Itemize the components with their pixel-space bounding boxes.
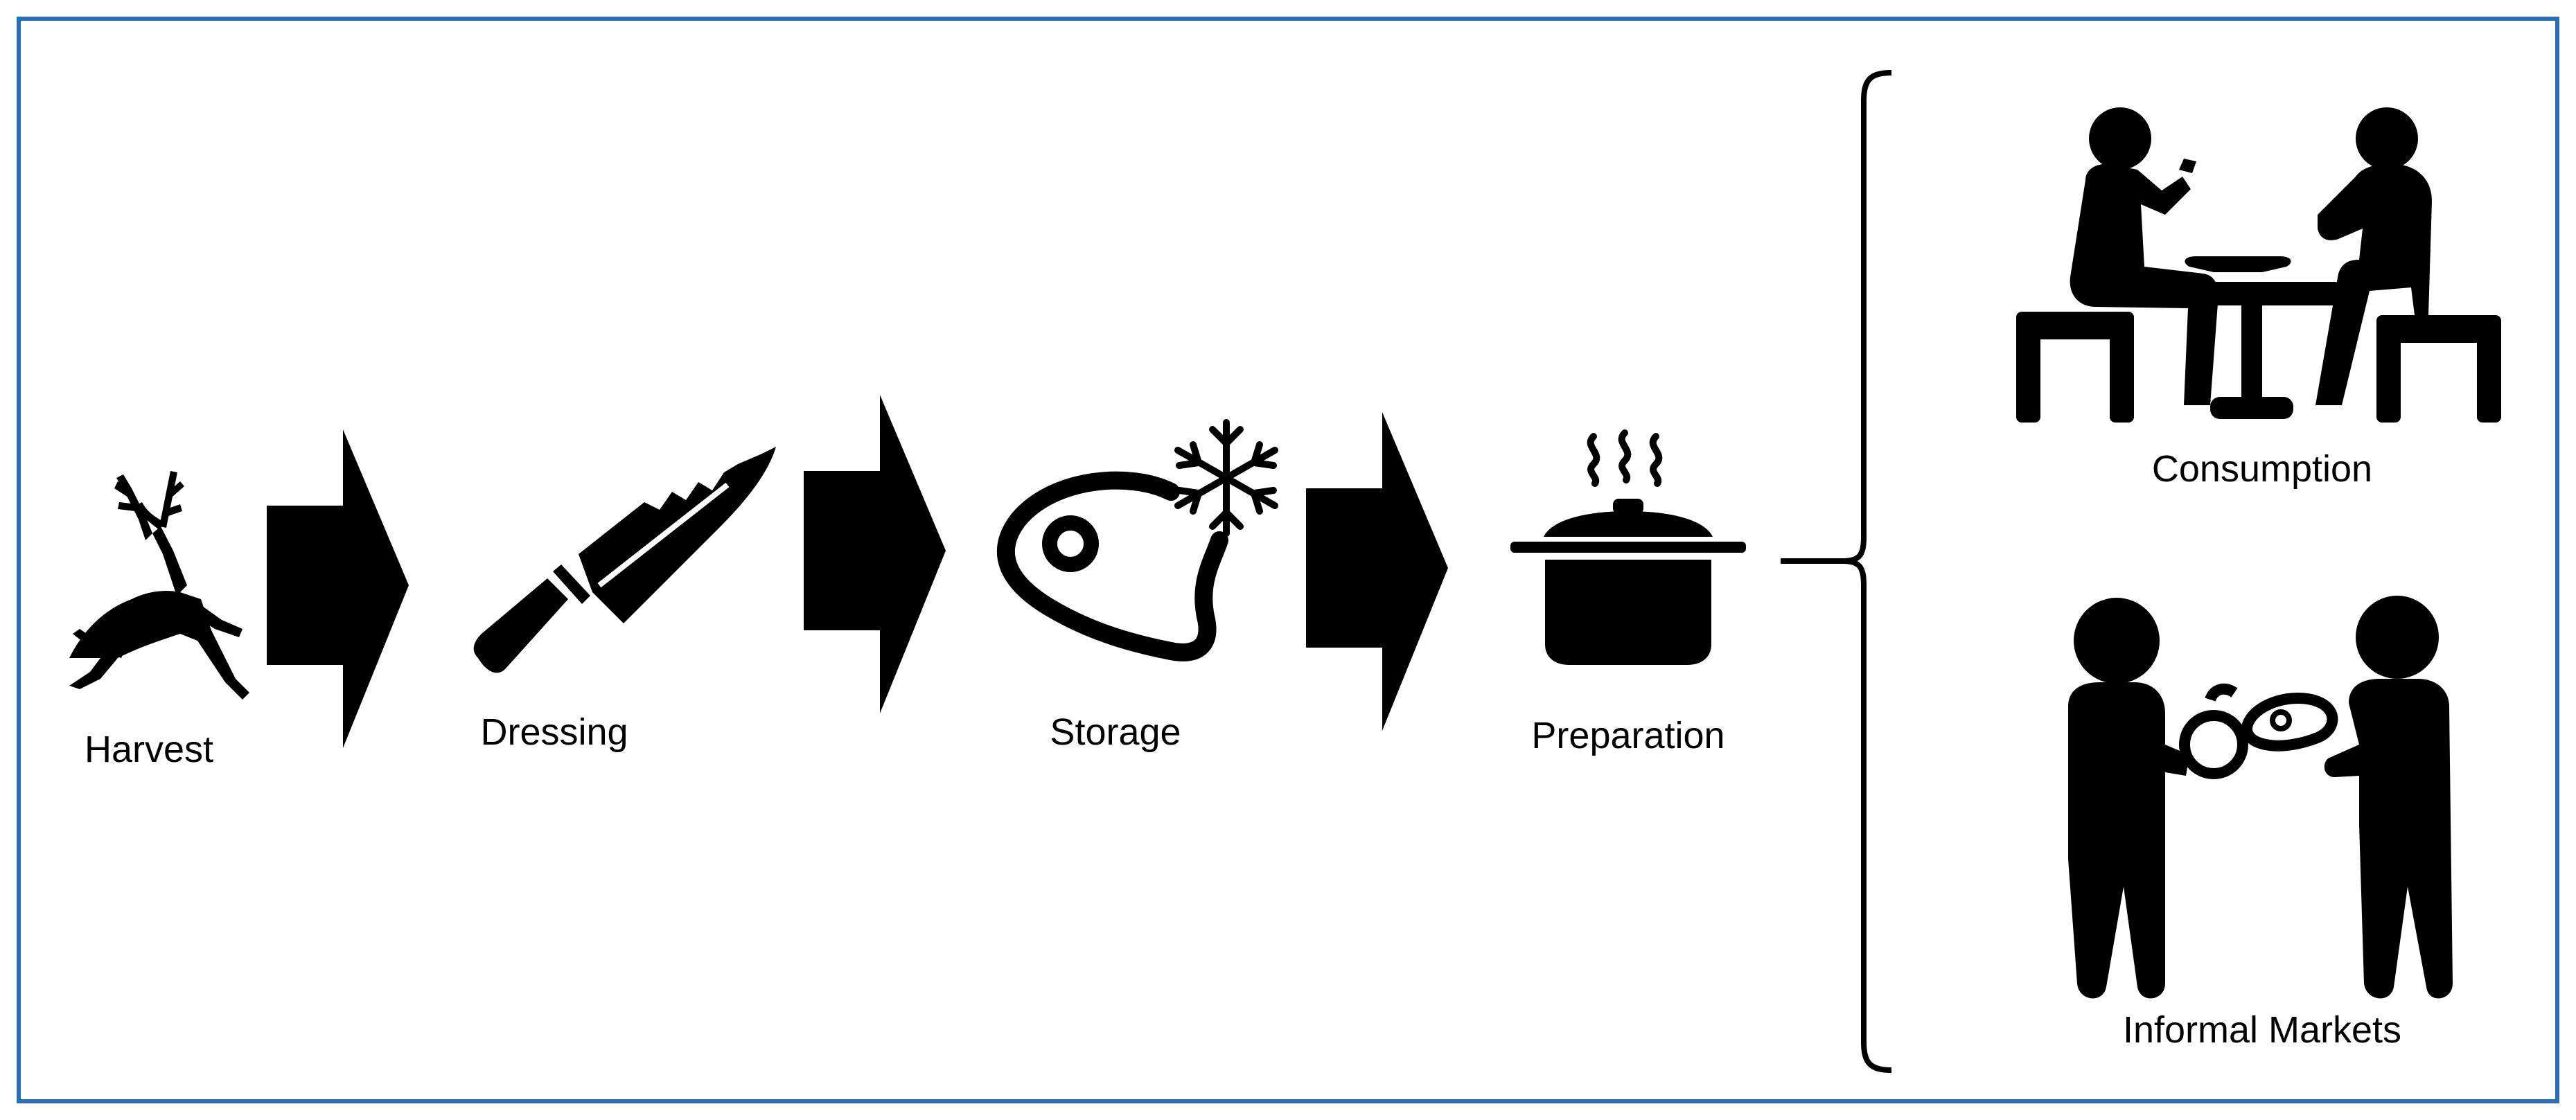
outcome-label-consumption: Consumption (2151, 448, 2373, 490)
people-eating-icon (2016, 107, 2501, 423)
arrow-right-icon (1306, 412, 1448, 731)
outcome-label-informal-markets: Informal Markets (2122, 1009, 2402, 1051)
stage-label-preparation: Preparation (1531, 715, 1725, 756)
stage-label-storage: Storage (1050, 711, 1181, 753)
diagram-frame: Harvest Dressing (17, 17, 2559, 1103)
deer-icon (69, 471, 249, 700)
people-trading-icon (2068, 596, 2453, 999)
knife-icon (473, 447, 776, 673)
arrow-right-icon (804, 395, 946, 713)
arrow-right-icon (267, 429, 409, 748)
cooking-pot-icon (1510, 429, 1746, 665)
branch-brace (1781, 70, 1892, 1073)
stage-label-dressing: Dressing (480, 711, 628, 753)
frozen-meat-icon (996, 419, 1278, 661)
stage-label-harvest: Harvest (84, 729, 214, 770)
